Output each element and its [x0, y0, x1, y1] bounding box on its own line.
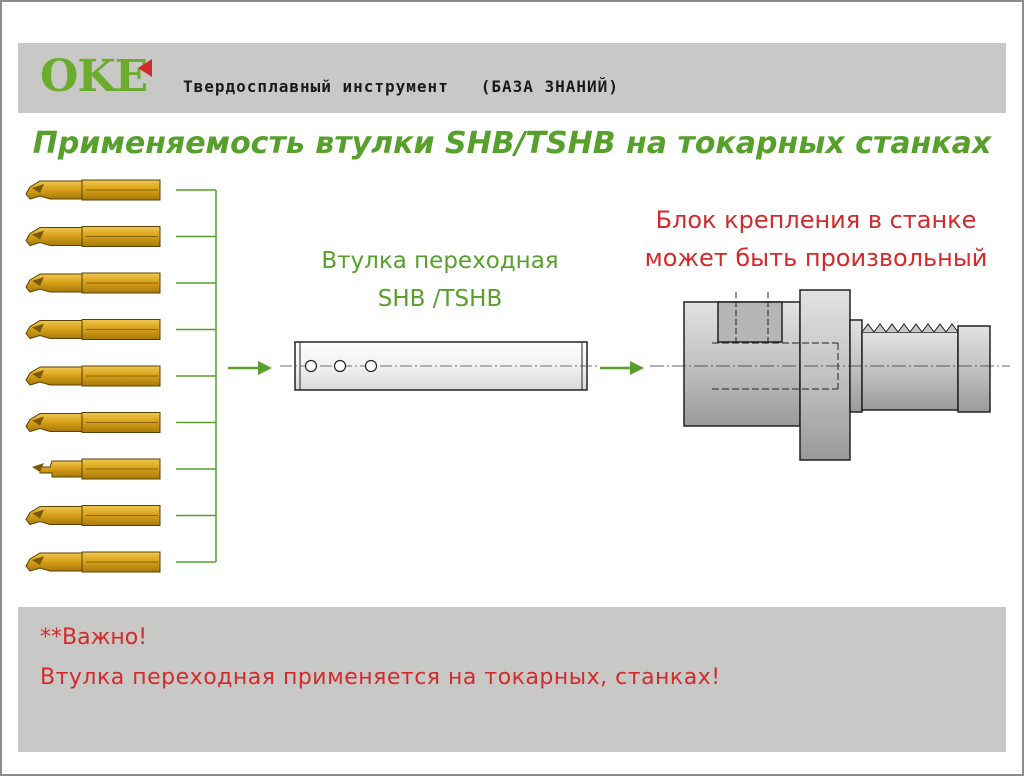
header-bar: OKE Твердосплавный инструмент (БАЗА ЗНАН… [18, 43, 1006, 113]
arrow-to-holder [600, 361, 644, 375]
clamping-block-label: Блок крепления в станке может быть произ… [628, 201, 1004, 277]
footer-important-text: Втулка переходная применяется на токарны… [40, 665, 721, 690]
sleeve-label-line2: SHB /TSHB [377, 286, 503, 312]
tool-grooving-bar-7 [32, 458, 161, 480]
tool-boring-bar-9 [25, 551, 161, 573]
footer-note-panel: **Важно! Втулка переходная применяется н… [18, 607, 1006, 752]
page-title: Применяемость втулки SHB/TSHB на токарны… [32, 126, 992, 161]
tool-boring-bar-2 [25, 226, 161, 247]
bracket-ticks [176, 189, 216, 563]
tool-boring-bar-4 [25, 319, 161, 340]
clamping-block-label-line2: может быть произвольный [644, 244, 988, 272]
brand-logo: OKE [40, 51, 148, 102]
sleeve-label: Втулка переходная SHB /TSHB [290, 242, 590, 318]
tool-boring-bar-1 [25, 179, 161, 201]
sleeve-label-line1: Втулка переходная [321, 248, 559, 274]
carbide-tools [25, 179, 161, 573]
machine-clamping-block [650, 289, 1010, 461]
adapter-sleeve [280, 341, 600, 391]
arrow-to-sleeve [228, 361, 272, 375]
clamping-block-label-line1: Блок крепления в станке [655, 206, 977, 234]
logo-mark-icon [138, 59, 152, 77]
tool-boring-bar-6 [25, 412, 161, 433]
tool-boring-bar-8 [25, 505, 161, 526]
footer-important-heading: **Важно! [40, 625, 148, 650]
header-subtitle: Твердосплавный инструмент (БАЗА ЗНАНИЙ) [183, 77, 619, 96]
tool-boring-bar-5 [25, 365, 161, 387]
tool-boring-bar-3 [25, 272, 161, 294]
sleeve-screw-holes [304, 359, 378, 373]
